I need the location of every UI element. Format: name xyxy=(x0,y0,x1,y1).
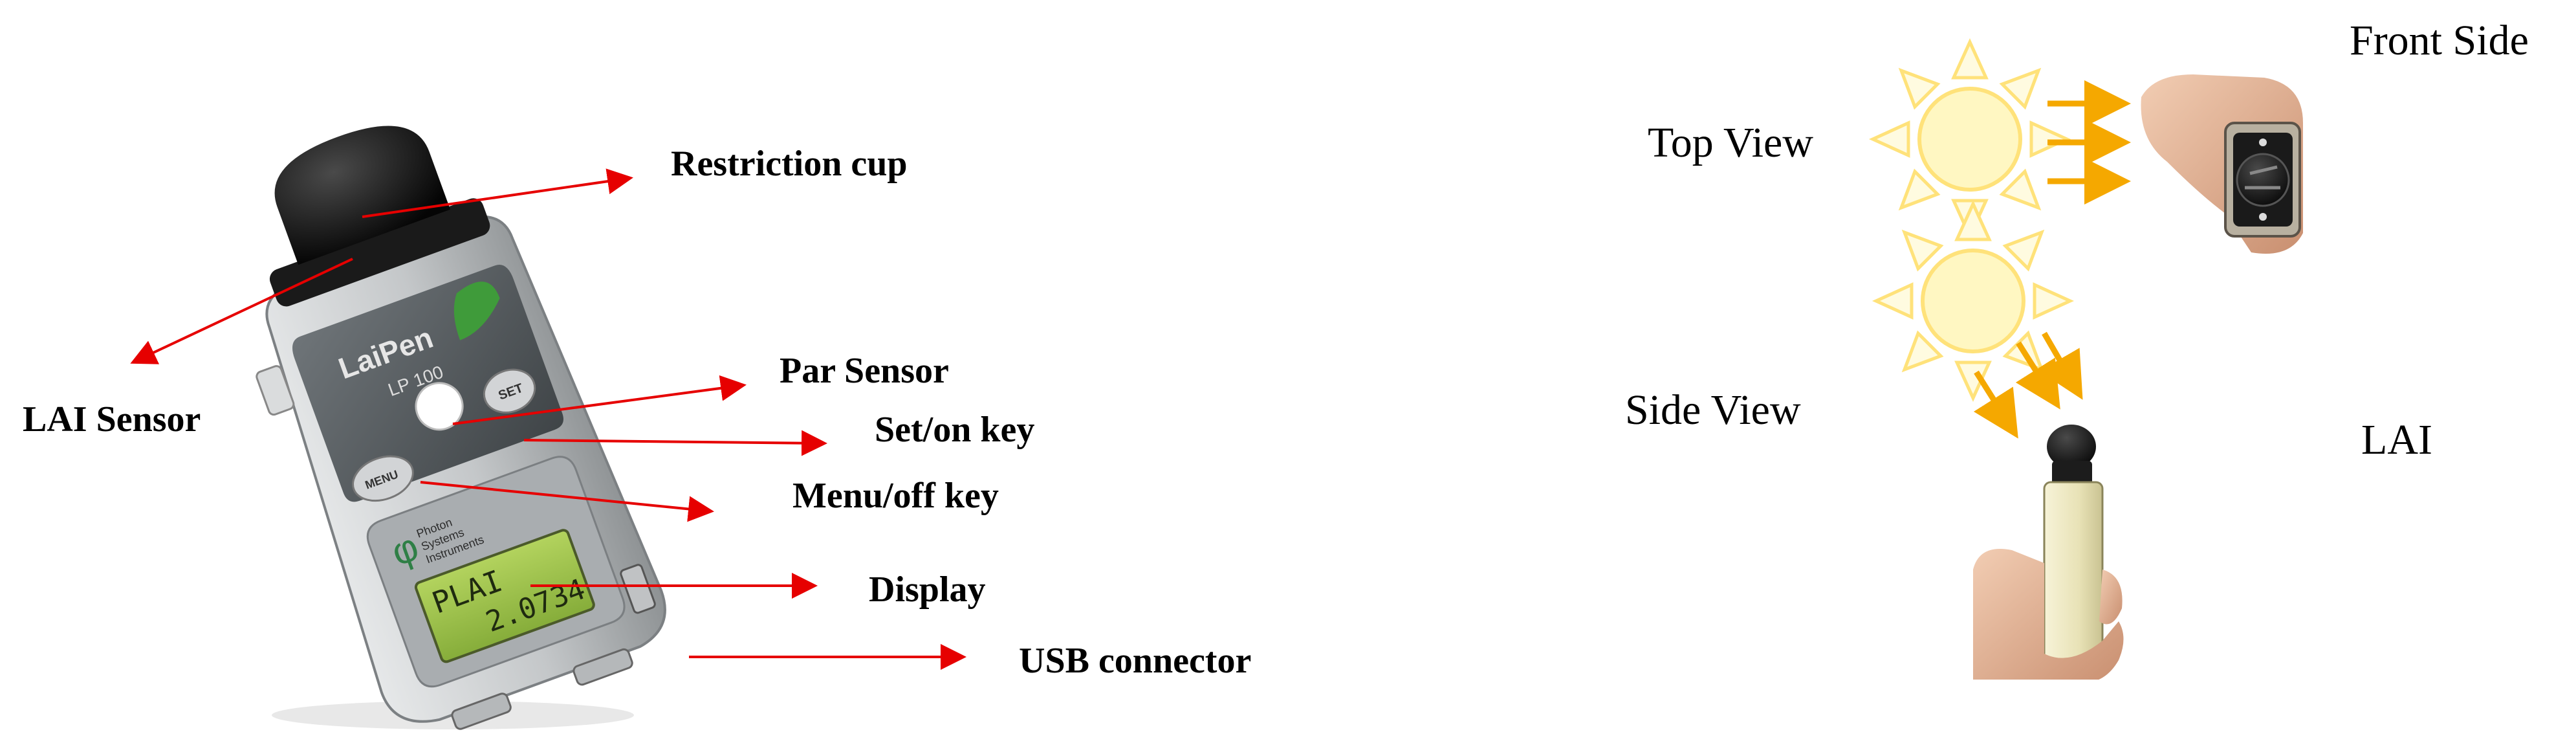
par-sensor-icon xyxy=(415,382,464,431)
top-view-device xyxy=(2141,74,2303,254)
arrow-lai-sensor xyxy=(130,258,353,364)
arrow-set-key xyxy=(523,430,827,456)
callout-arrows xyxy=(130,168,966,670)
lcd-display xyxy=(414,529,595,663)
light-rays-diagonal xyxy=(1973,331,2083,439)
label-par-sensor: Par Sensor xyxy=(780,351,949,391)
leaf-logo-icon xyxy=(453,282,500,340)
light-rays-horizontal xyxy=(2047,80,2131,205)
label-front-side: Front Side xyxy=(2350,17,2529,64)
label-display: Display xyxy=(869,570,986,610)
label-top-view: Top View xyxy=(1648,119,1814,166)
label-side-view: Side View xyxy=(1625,386,1801,434)
set-key-button xyxy=(483,368,536,414)
label-usb-connector: USB connector xyxy=(1019,641,1252,681)
arrow-restriction-cup xyxy=(362,168,633,218)
label-lai-sensor: LAI Sensor xyxy=(23,399,201,439)
arrow-par-sensor xyxy=(452,375,747,425)
arrow-menu-key xyxy=(420,481,714,522)
side-view-device xyxy=(1973,425,2124,685)
menu-key-button xyxy=(352,455,414,502)
label-lai: LAI xyxy=(2361,416,2432,463)
laipen-device: LaiPen LP 100 SET MENU φ Photon Systems … xyxy=(256,126,666,730)
label-set-on-key: Set/on key xyxy=(875,410,1035,450)
sun-side-icon xyxy=(1872,199,2075,403)
label-menu-off-key: Menu/off key xyxy=(792,476,999,516)
label-restriction-cup: Restriction cup xyxy=(671,144,908,184)
sun-top-icon xyxy=(1868,38,2071,241)
